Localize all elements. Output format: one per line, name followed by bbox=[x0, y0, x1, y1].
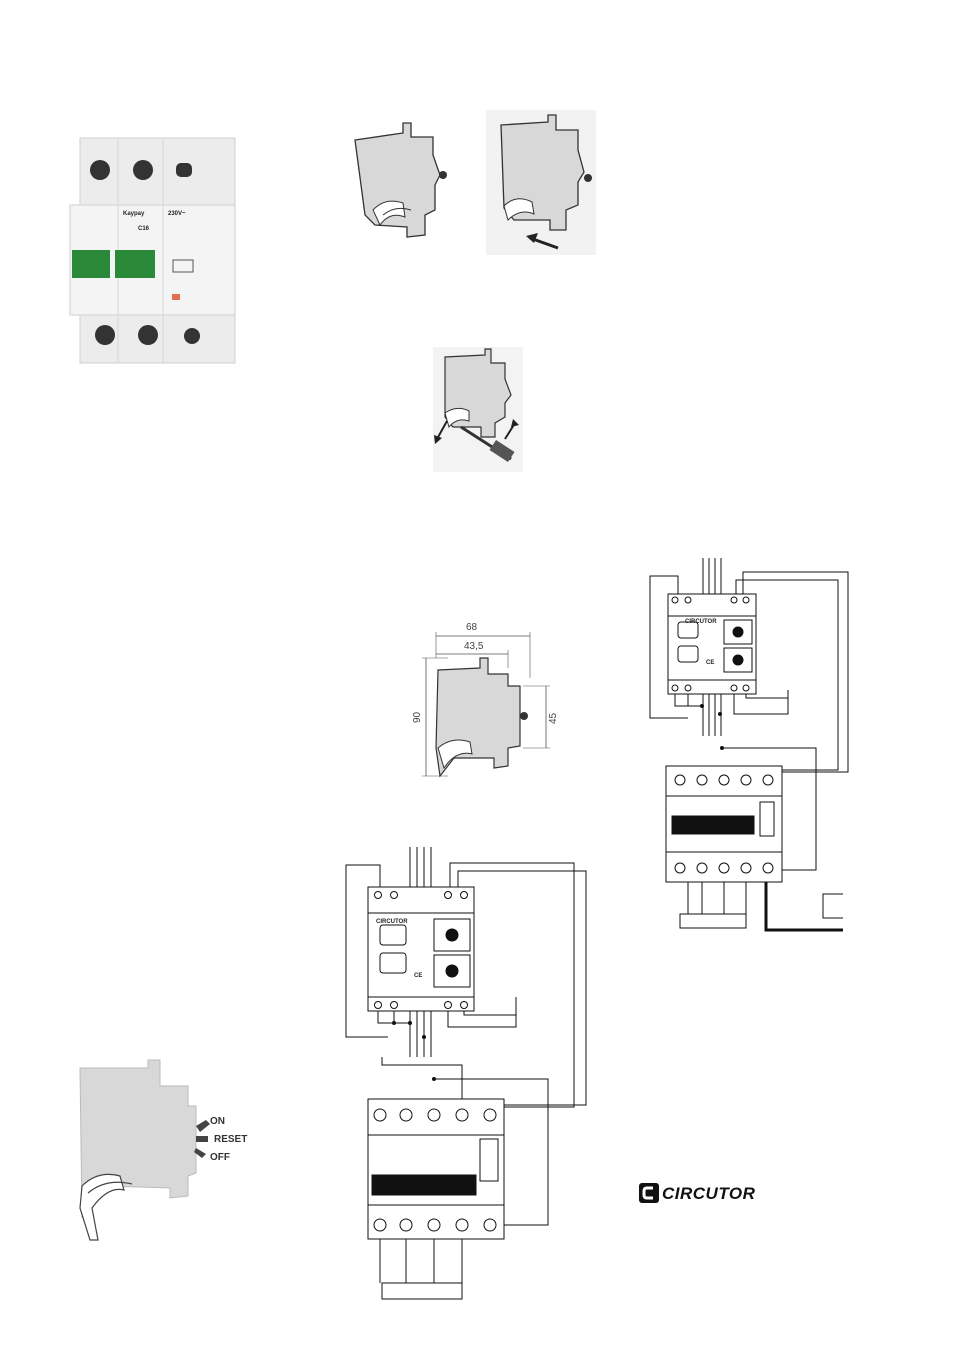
green-lever-right bbox=[115, 250, 155, 278]
dim-width-front: 43,5 bbox=[464, 641, 484, 652]
green-lever-left bbox=[72, 250, 110, 278]
lever-positions-drawing: ON RESET OFF bbox=[79, 1059, 247, 1241]
mounting-step-2-drawing bbox=[486, 110, 596, 255]
circutor-logo-text: CIRCUTOR bbox=[662, 1184, 756, 1203]
mounting-step-1-drawing bbox=[354, 122, 447, 238]
wiring-diagram-right: CIRCUTOR CE bbox=[649, 558, 849, 932]
wiring-center-ce: CE bbox=[414, 973, 422, 979]
circutor-logo: CIRCUTOR bbox=[638, 1180, 778, 1206]
position-reset-label: RESET bbox=[214, 1134, 247, 1145]
wiring-center-brand: CIRCUTOR bbox=[376, 919, 408, 925]
position-off-label: OFF bbox=[210, 1152, 230, 1163]
wiring-right-brand: CIRCUTOR bbox=[685, 619, 717, 625]
voltage-label: 230V~ bbox=[168, 211, 186, 217]
wiring-diagram-center: CIRCUTOR CE bbox=[345, 847, 587, 1300]
rating-label: C16 bbox=[138, 226, 150, 232]
brand-label: Kaypay bbox=[123, 211, 145, 217]
dimension-drawing: 68 43,5 90 45 bbox=[412, 622, 559, 778]
wiring-right-ce: CE bbox=[706, 660, 714, 666]
removal-drawing bbox=[433, 347, 523, 472]
circutor-logo-icon bbox=[639, 1183, 659, 1203]
dim-width-total: 68 bbox=[466, 622, 478, 633]
device-photo: Kaypay C16 230V~ bbox=[69, 137, 236, 364]
dim-height-total: 90 bbox=[412, 711, 423, 723]
dim-height-front: 45 bbox=[548, 712, 559, 724]
position-on-label: ON bbox=[210, 1116, 225, 1127]
